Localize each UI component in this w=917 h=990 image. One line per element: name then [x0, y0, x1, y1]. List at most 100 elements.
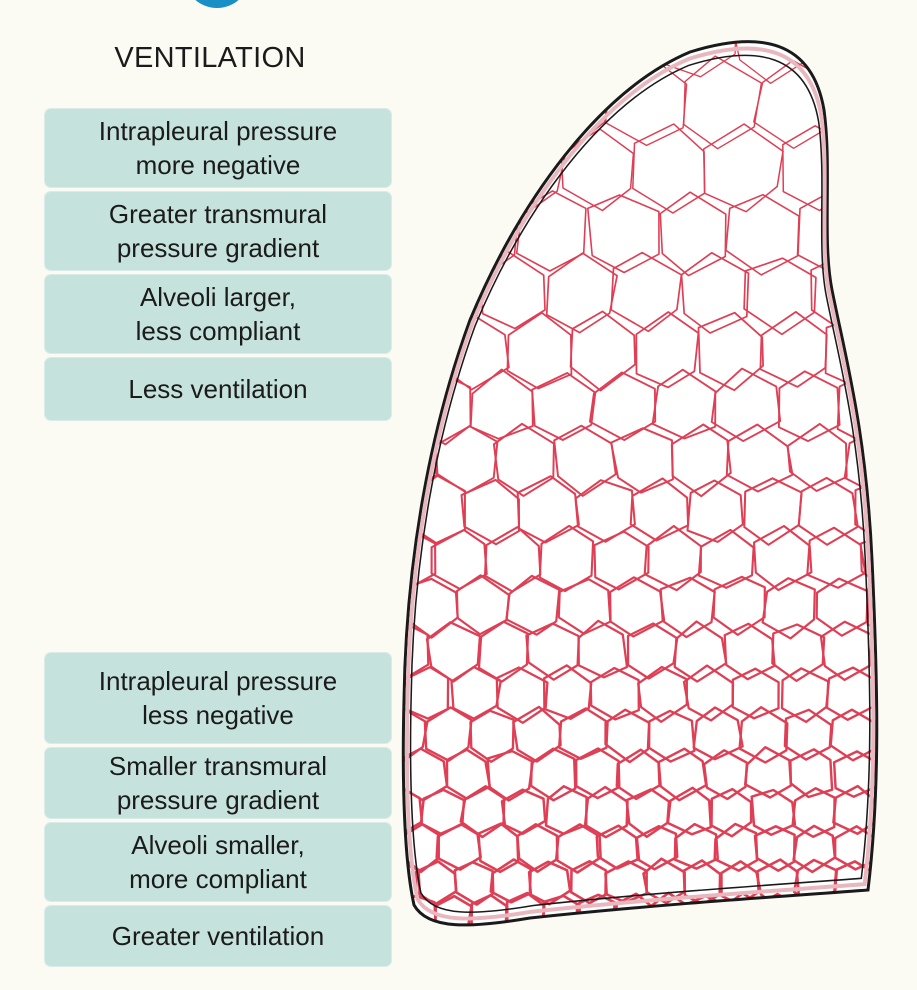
alveolus-cell [758, 892, 798, 925]
alveolus-cell [403, 666, 407, 723]
alveolus-cell [517, 924, 556, 925]
apex-card-alveoli: Alveoli larger, less compliant [44, 274, 392, 354]
alveolus-cell [586, 194, 660, 274]
alveolus-cell [673, 822, 719, 870]
alveolus-cell [403, 125, 420, 213]
alveolus-cell [834, 55, 877, 151]
alveolus-cell [796, 893, 836, 925]
alveolus-cell [413, 129, 491, 213]
alveolus-cell [634, 824, 679, 871]
alveolus-cell [686, 479, 744, 543]
alveolus-cell [832, 750, 877, 798]
alveolus-cell [469, 709, 515, 763]
alveolus-cell [593, 530, 650, 591]
alveolus-cell [403, 894, 438, 925]
alveolus-cell [729, 41, 820, 84]
alveolus-cell [743, 257, 817, 336]
alveolus-cell [670, 423, 732, 498]
alveolus-cell [761, 929, 796, 958]
alveolus-cell [541, 894, 580, 925]
apex-card-ventilation: Less ventilation [44, 357, 392, 421]
alveolus-cell [859, 530, 877, 592]
alveolus-cell [588, 371, 657, 442]
alveolus-cell [448, 927, 486, 958]
alveolus-cell [403, 188, 453, 273]
alveolus-cell [423, 706, 473, 762]
alveolus-cell [831, 892, 873, 925]
alveolus-cell [792, 824, 837, 874]
alveolus-cell [610, 427, 674, 494]
alveolus-cell [683, 55, 763, 150]
alveolus-cell [411, 253, 479, 329]
alveolus-cell [453, 860, 495, 906]
alveolus-cell [831, 929, 865, 959]
alveolus-cell [574, 747, 621, 800]
alveolus-cell [569, 310, 636, 392]
apex-card-gradient: Greater transmural pressure gradient [44, 191, 392, 271]
alveolus-cell [680, 251, 750, 334]
alveolus-cell [576, 619, 629, 679]
alveolus-cell [459, 785, 506, 839]
alveolus-cell [622, 928, 658, 958]
alveolus-cell [658, 928, 692, 959]
alveolus-cell [403, 254, 416, 331]
alveolus-cell [788, 748, 834, 799]
alveolus-cell [403, 785, 424, 837]
alveolus-cell [868, 894, 877, 925]
alveolus-cell [516, 475, 580, 544]
alveolus-cell [777, 370, 841, 443]
lung-diagram [380, 40, 879, 959]
pleura-inner-outline [404, 46, 876, 921]
blue-circle-fragment [184, 0, 250, 8]
alveolus-cell [403, 370, 409, 440]
apex-card-pressure: Intrapleural pressure more negative [44, 108, 392, 188]
alveolus-cell [771, 623, 826, 683]
alveolus-cell [786, 422, 848, 492]
alveolus-cell [673, 620, 728, 683]
alveolus-cell [552, 928, 589, 958]
alveolus-cell [454, 57, 532, 150]
alveolus-cell [797, 476, 859, 546]
alveolus-cell [574, 479, 636, 543]
base-card-alveoli: Alveoli smaller, more compliant [44, 822, 392, 902]
alveolus-cell [727, 927, 764, 958]
alveolus-cell [498, 41, 579, 81]
pleura-inner-line [409, 54, 871, 913]
apex-properties-panel: Intrapleural pressure more negative Grea… [44, 108, 392, 424]
alveolus-cell [525, 622, 580, 681]
alveolus-cell [506, 311, 573, 390]
alveolus-cell [666, 786, 713, 836]
alveolus-cell [761, 577, 816, 640]
alveolus-cell [659, 191, 727, 277]
alveolus-cell [797, 928, 833, 958]
alveolus-cell [625, 788, 671, 839]
alveolus-cell [403, 62, 457, 151]
alveolus-cell [450, 665, 502, 720]
pleura-outer-outline [401, 40, 879, 927]
alveolus-cell [489, 858, 532, 904]
alveolus-cell [483, 927, 520, 958]
alveolus-cell [712, 575, 766, 636]
lung-fill [403, 41, 877, 925]
alveolus-cell [538, 524, 595, 593]
alveolus-cell [693, 928, 728, 958]
alveolus-cell [651, 368, 717, 440]
alveolus-cell [738, 706, 789, 764]
alveolus-cell [505, 574, 561, 636]
alveolus-cell [750, 788, 797, 837]
alveolus-cell [529, 747, 577, 802]
alveolus-cell [702, 749, 749, 801]
alveolus-cell [869, 857, 877, 906]
alveolus-cell [825, 666, 877, 721]
base-card-gradient: Smaller transmural pressure gradient [44, 747, 392, 819]
alveolus-cell [847, 124, 877, 214]
page-title: VENTILATION [114, 42, 306, 74]
alveolus-cell [403, 310, 446, 386]
alveolus-cell [569, 860, 608, 905]
alveolus-cell [713, 822, 759, 872]
alveolus-cell [656, 41, 737, 78]
alveolus-cell [512, 705, 562, 763]
alveolus-cell [380, 749, 402, 801]
alveolus-cell [516, 823, 559, 873]
base-properties-panel: Intrapleural pressure less negative Smal… [44, 652, 392, 970]
